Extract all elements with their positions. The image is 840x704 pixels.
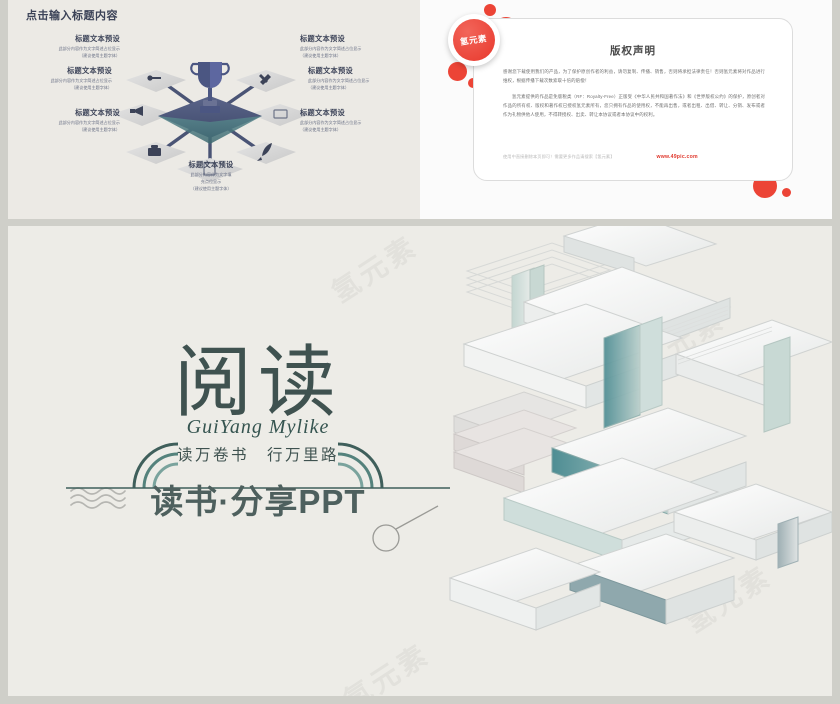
copyright-paragraph: 感谢您下载使用我们的产品，为了保护原创作者的利益，请勿复制、传播、销售，否则将承… <box>503 69 765 84</box>
page-border-left <box>0 226 8 704</box>
diagram-label: 标题文本预设 此部分内容作为文字简述占位显示 （建议使用主题字体） <box>50 66 112 90</box>
copyright-heading: 版权声明 <box>610 45 656 57</box>
slide-diagram[interactable]: 点击输入标题内容 <box>0 0 420 226</box>
diagram-canvas <box>0 18 420 218</box>
hero-slide[interactable]: 氢元素 氢元素 氢元素 氢元素 <box>8 226 832 696</box>
hero-script-text: GuiYang Mylike <box>186 416 330 439</box>
copyright-body: 感谢您下载使用我们的产品，为了保护原创作者的利益，请勿复制、传播、销售，否则将承… <box>503 67 765 126</box>
slide-title: 点击输入标题内容 <box>26 10 118 22</box>
brand-badge-inner: 氢元素 <box>453 19 495 61</box>
slide-thumbnails-row: 点击输入标题内容 <box>0 0 840 226</box>
hero-subtitle: 读万卷书 行万里路 <box>176 447 339 465</box>
decor-dot <box>484 4 496 16</box>
slide-copyright[interactable]: 版权声明 感谢您下载使用我们的产品，为了保护原创作者的利益，请勿复制、传播、销售… <box>420 0 840 226</box>
copyright-card: 版权声明 感谢您下载使用我们的产品，为了保护原创作者的利益，请勿复制、传播、销售… <box>473 18 793 181</box>
brand-badge: 氢元素 <box>448 14 500 66</box>
diagram-label: 标题文本预设 此部分内容作为文字简述占位显示 （建议使用主题字体） <box>308 66 370 90</box>
copyright-website-link[interactable]: www.49pic.com <box>656 154 698 160</box>
decor-dot <box>782 188 791 197</box>
diagram-label: 标题文本预设 此部分内容作为文字简述占位显示 （建议使用主题字体） <box>58 34 120 58</box>
brand-badge-label: 氢元素 <box>459 33 489 47</box>
arc-decoration-icon <box>66 442 450 489</box>
hero-headline: 读书·分享PPT <box>150 483 366 521</box>
diagram-label: 标题文本预设 此部分内容作为文字简述占位显示 （建议使用主题字体） <box>300 108 362 132</box>
hero-title-block: 阅读 GuiYang Mylike 读万卷书 行万里路 读书·分享PPT <box>58 339 458 523</box>
hero-title: 阅读 <box>173 339 342 426</box>
copyright-paragraph: 氢元素提供的作品是免版税类（RF：Royalty-Free）正版受《中华人民共和… <box>503 94 765 118</box>
decor-dot <box>448 62 467 81</box>
stacked-books-illustration <box>448 226 832 631</box>
circle-line-decoration-icon <box>372 505 439 552</box>
page-border-bottom <box>0 696 840 704</box>
diagram-label: 标题文本预设 此部分内容作为文字简述占位显示 （建议使用主题字体） <box>300 34 362 58</box>
watermark: 氢元素 <box>326 230 424 309</box>
diagram-graphic <box>112 62 310 182</box>
copyright-footer-note: 使用中直接删除本页即可！需要更多作品请搜索【氢元素】 <box>503 154 615 159</box>
copyright-footer: 使用中直接删除本页即可！需要更多作品请搜索【氢元素】 www.49pic.com <box>503 154 765 160</box>
diagram-label-bottom: 标题文本预设 此部分内容作为文字填 充点位显示 （建议使用主题字体） <box>188 160 234 192</box>
diagram-label: 标题文本预设 此部分内容作为文字简述占位显示 （建议使用主题字体） <box>58 108 120 132</box>
page-border-right <box>832 226 840 704</box>
